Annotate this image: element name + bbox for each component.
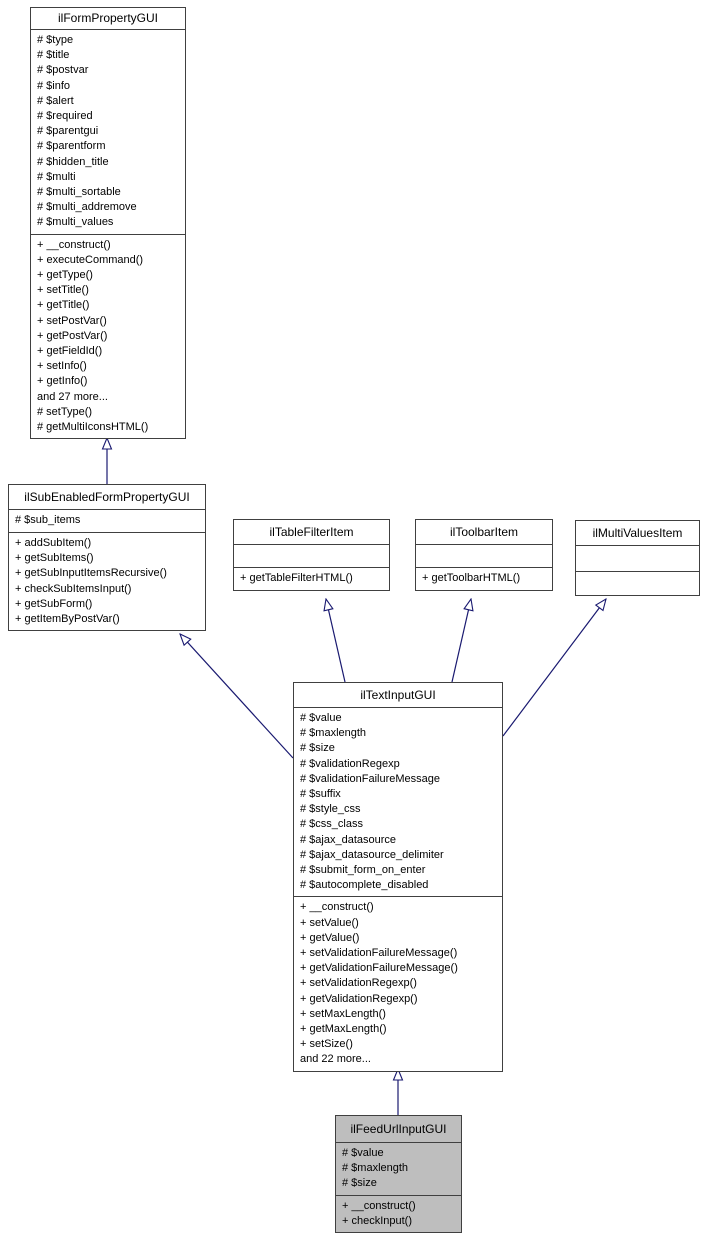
member-row: + getInfo() (37, 375, 88, 388)
member-row: # $sub_items (15, 514, 81, 526)
class-methods: + addSubItem() + getSubItems() + getSubInp… (9, 532, 205, 630)
member-row: + getItemByPostVar() (15, 613, 120, 626)
class-box-il-text-input-gui[interactable]: ilTextInputGUI # $value # $maxlength # $si… (293, 682, 503, 1072)
member-row: + setPostVar() (37, 314, 107, 327)
class-title: ilTextInputGUI (360, 688, 436, 702)
member-row: # $value (300, 712, 342, 724)
member-row: + checkSubItemsInput() (15, 582, 132, 595)
class-attributes (576, 545, 699, 571)
member-row: + addSubItem() (15, 537, 92, 549)
class-box-il-form-property-gui[interactable]: ilFormPropertyGUI # $type # $title # $post… (30, 7, 186, 440)
member-row: + getSubForm() (15, 597, 93, 610)
member-row: + getTableFilterHTML() (240, 572, 353, 584)
class-attributes (234, 544, 389, 567)
inheritance-arrow-textinput-to-toolbar (451, 599, 471, 683)
member-row: # $parentgui (37, 125, 99, 138)
member-row: # $parentform (37, 140, 106, 153)
member-row: # $suffix (300, 788, 341, 801)
member-row: # $size (342, 1177, 377, 1190)
member-row: # $autocomplete_disabled (300, 879, 429, 892)
member-row: + getToolbarHTML() (422, 572, 521, 584)
member-row: + getValidationRegexp() (300, 992, 418, 1005)
member-row: + __construct() (342, 1199, 416, 1212)
class-title: ilTableFilterItem (269, 525, 354, 539)
member-row: # $multi_values (37, 216, 114, 229)
member-row: + getSubInputItemsRecursive() (15, 567, 167, 580)
class-attributes: # $value # $maxlength # $size (336, 1142, 461, 1195)
class-box-il-table-filter-item[interactable]: ilTableFilterItem + getTableFilterHTML() (233, 519, 390, 591)
class-attributes: # $value # $maxlength # $size # $validation… (294, 707, 502, 896)
member-row: # $type (37, 34, 74, 46)
member-row: # $hidden_title (37, 155, 109, 168)
member-row: + executeCommand() (37, 253, 144, 266)
member-row: and 27 more... (37, 390, 108, 403)
class-attributes: # $type # $title # $postvar # $info # $alert… (31, 29, 185, 234)
inheritance-arrow-textinput-to-subenabled (180, 634, 294, 759)
member-row: + getValidationFailureMessage() (300, 962, 458, 975)
member-row: # $maxlength (342, 1162, 409, 1175)
member-row: + setTitle() (37, 284, 89, 297)
class-box-il-feed-url-input-gui[interactable]: ilFeedUrlInputGUI # $value# $maxlength# … (335, 1115, 462, 1234)
class-box-il-toolbar-item[interactable]: ilToolbarItem + getToolbarHTML() (415, 519, 553, 591)
member-row: + setInfo() (37, 360, 87, 373)
member-row: + setValue() (300, 916, 359, 929)
class-attributes: # $sub_items (9, 509, 205, 532)
member-row: + setMaxLength() (300, 1007, 386, 1020)
member-row: + setSize() (300, 1038, 353, 1051)
member-row: # $maxlength (300, 727, 367, 740)
member-row: + checkInput() (342, 1214, 413, 1227)
member-row: # $size (300, 742, 335, 755)
class-title: ilFormPropertyGUI (57, 11, 158, 25)
member-row: + getType() (37, 269, 93, 282)
member-row: + getFieldId() (37, 345, 103, 358)
member-row: # $alert (37, 94, 74, 107)
member-row: # $required (37, 110, 93, 123)
class-title: ilToolbarItem (449, 525, 519, 539)
class-title: ilSubEnabledFormPropertyGUI (24, 490, 190, 504)
class-methods: + __construct() + setValue() + getValue() +… (294, 896, 502, 1070)
member-row: + getValue() (300, 931, 360, 944)
member-row: # $multi_addremove (37, 201, 137, 214)
member-row: # $multi_sortable (37, 186, 121, 199)
member-row: # $submit_form_on_enter (300, 864, 426, 877)
class-box-il-sub-enabled-form-property-gui[interactable]: ilSubEnabledFormPropertyGUI # $sub_items… (8, 484, 206, 632)
member-row: + getTitle() (37, 299, 90, 312)
class-methods (576, 571, 699, 595)
member-row: # $postvar (37, 64, 89, 77)
member-row: + getMaxLength() (300, 1023, 387, 1036)
member-row: # $css_class (300, 818, 363, 831)
class-box-il-multi-values-item[interactable]: ilMultiValuesItem (575, 520, 700, 596)
member-row: + getPostVar() (37, 329, 108, 342)
member-row: + __construct() (300, 901, 374, 914)
inheritance-arrow-textinput-to-multivalues (502, 599, 606, 737)
class-title: ilFeedUrlInputGUI (350, 1122, 447, 1136)
member-row: and 22 more... (300, 1053, 371, 1066)
class-methods: + __construct() + executeCommand() + getTy… (31, 233, 185, 439)
class-methods: + getTableFilterHTML() (234, 567, 389, 590)
member-row: # $validationFailureMessage (300, 772, 441, 785)
member-row: # $ajax_datasource_delimiter (300, 848, 444, 861)
member-row: # $validationRegexp (300, 757, 400, 770)
member-row: # $ajax_datasource (300, 833, 397, 846)
member-row: # getMultiIconsHTML() (37, 421, 149, 434)
class-title: ilMultiValuesItem (592, 526, 683, 540)
member-row: # setType() (37, 405, 93, 418)
member-row: # $multi (37, 170, 76, 183)
member-row: + setValidationRegexp() (300, 977, 417, 990)
member-row: + __construct() (37, 238, 111, 251)
member-row: # $title (37, 49, 70, 62)
class-attributes (416, 544, 552, 567)
member-row: + setValidationFailureMessage() (300, 947, 458, 960)
member-row: + getSubItems() (15, 552, 94, 565)
class-methods: + getToolbarHTML() (416, 567, 552, 590)
class-methods: + __construct() + checkInput() (336, 1194, 461, 1232)
member-row: # $info (37, 79, 71, 92)
member-row: # $value (342, 1147, 384, 1159)
inheritance-arrow-textinput-to-tablefilter (326, 599, 346, 683)
member-row: # $style_css (300, 803, 361, 816)
